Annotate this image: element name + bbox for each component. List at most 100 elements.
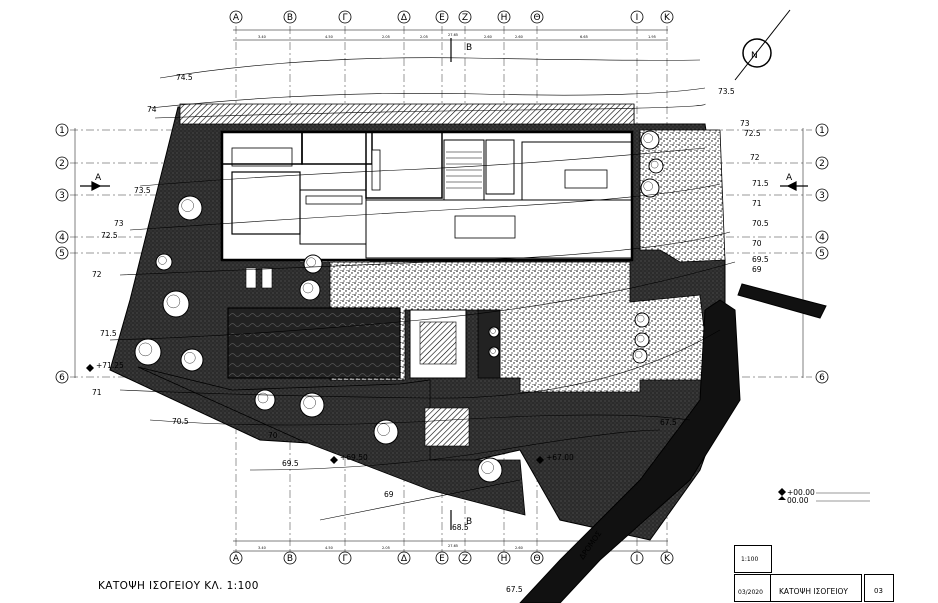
row-axis-bubble-left-3: 3 xyxy=(55,188,69,202)
row-axis-bubble-left-6: 6 xyxy=(55,370,69,384)
date-value: 03/2020 xyxy=(738,589,763,596)
contour-label: 72 xyxy=(92,270,102,279)
contour-label: 71 xyxy=(92,388,102,397)
tree-icon xyxy=(299,279,321,301)
column-axis-label: Θ xyxy=(533,13,540,23)
column-axis-label: Κ xyxy=(664,554,671,564)
column-axis-label: Η xyxy=(501,13,508,23)
road xyxy=(519,283,827,603)
section-a-right-label: Α xyxy=(786,173,793,183)
tree-icon xyxy=(634,332,650,348)
column-axis-bubble-top-Ζ: Ζ xyxy=(458,10,472,24)
column-axis-bubble-bottom-Α: Α xyxy=(229,551,243,565)
north-label: N xyxy=(751,51,758,61)
tree-icon xyxy=(477,457,503,483)
column-axis-bubble-bottom-Δ: Δ xyxy=(397,551,411,565)
contour-label: 68.5 xyxy=(452,523,469,532)
column-axis-bubble-top-Δ: Δ xyxy=(397,10,411,24)
column-axis-label: Ζ xyxy=(462,13,468,23)
legend-level-a: +00.00 xyxy=(787,488,815,497)
tree-icon xyxy=(134,338,162,366)
tree-icon xyxy=(180,348,204,372)
row-axis-label: 3 xyxy=(819,191,825,201)
column-axis-label: Δ xyxy=(401,13,408,23)
tree-icon xyxy=(177,195,203,221)
tree-icon xyxy=(632,348,648,364)
svg-text:2.05: 2.05 xyxy=(420,35,428,39)
column-axis-label: Γ xyxy=(342,13,347,23)
tree-icon xyxy=(162,290,190,318)
legend: +00.00 00.00 xyxy=(778,488,870,505)
row-axis-label: 5 xyxy=(59,249,65,259)
tree-icon xyxy=(488,346,500,358)
contour-labels: 74.57473.57372.57271.57170.57069.56968.5… xyxy=(92,73,769,594)
column-axis-bubble-bottom-Η: Η xyxy=(497,551,511,565)
column-axis-label: Ι xyxy=(636,13,639,23)
column-axis-bubble-bottom-Κ: Κ xyxy=(660,551,674,565)
svg-text:2.60: 2.60 xyxy=(515,35,523,39)
column-axis-label: Ζ xyxy=(462,554,468,564)
row-axis-bubble-right-4: 4 xyxy=(815,230,829,244)
svg-text:3.40: 3.40 xyxy=(258,546,266,550)
svg-text:2.05: 2.05 xyxy=(382,546,390,550)
tree-icon xyxy=(254,389,276,411)
contour-label: 74.5 xyxy=(176,73,193,82)
row-axis-label: 6 xyxy=(59,373,65,383)
column-axis-bubble-top-Β: Β xyxy=(283,10,297,24)
row-axis-bubble-right-3: 3 xyxy=(815,188,829,202)
column-axis-label: Ι xyxy=(636,554,639,564)
svg-text:27.65: 27.65 xyxy=(448,33,458,37)
row-axis-bubble-right-2: 2 xyxy=(815,156,829,170)
svg-text:2.60: 2.60 xyxy=(515,546,523,550)
contour-label: 72 xyxy=(750,153,760,162)
row-axis-label: 3 xyxy=(59,191,65,201)
svg-text:2.05: 2.05 xyxy=(382,35,390,39)
contour-label: 72.5 xyxy=(101,231,118,240)
tree-icon xyxy=(488,326,500,338)
column-axis-label: Α xyxy=(233,554,240,564)
tree-icon xyxy=(640,178,660,198)
tree-icon xyxy=(299,392,325,418)
column-axis-label: Ε xyxy=(439,13,445,23)
svg-text:3.40: 3.40 xyxy=(258,35,266,39)
column-axis-bubble-bottom-Β: Β xyxy=(283,551,297,565)
svg-text:2.60: 2.60 xyxy=(484,35,492,39)
contour-label: 74 xyxy=(147,105,157,114)
row-axis-bubble-right-6: 6 xyxy=(815,370,829,384)
spot-level-garden: +69.50 xyxy=(340,453,368,462)
contour-label: 69 xyxy=(752,265,762,274)
row-axis-bubble-left-2: 2 xyxy=(55,156,69,170)
contour-label: 70.5 xyxy=(172,417,189,426)
column-axis-bubble-bottom-Ε: Ε xyxy=(435,551,449,565)
svg-text:4.50: 4.50 xyxy=(325,546,333,550)
title-block-scale: 1:100 xyxy=(734,545,772,573)
outdoor-furniture xyxy=(245,267,501,447)
tree-icon xyxy=(648,158,664,174)
svg-text:4.50: 4.50 xyxy=(325,35,333,39)
row-axis-bubble-left-5: 5 xyxy=(55,246,69,260)
contour-label: 72.5 xyxy=(744,129,761,138)
column-axis-bubble-bottom-Θ: Θ xyxy=(530,551,544,565)
svg-text:1.95: 1.95 xyxy=(648,35,656,39)
contour-label: 71.5 xyxy=(752,179,769,188)
column-axis-bubble-top-Γ: Γ xyxy=(338,10,352,24)
column-axis-label: Κ xyxy=(664,13,671,23)
section-marks xyxy=(80,38,808,530)
sheet-number-value: 03 xyxy=(874,587,883,595)
spot-level-entrance: +67.00 xyxy=(546,453,574,462)
sheet-title-value: ΚΑΤΟΨΗ ΙΣΟΓΕΙΟΥ xyxy=(779,587,848,596)
title-block-sheet-number: 03 xyxy=(864,574,894,602)
scale-value: 1:100 xyxy=(741,556,759,563)
row-axis-label: 5 xyxy=(819,249,825,259)
row-axis-label: 1 xyxy=(59,126,65,136)
column-axis-bubble-bottom-Γ: Γ xyxy=(338,551,352,565)
contour-label: 69.5 xyxy=(282,459,299,468)
drawing-title: ΚΑΤΟΨΗ ΙΣΟΓΕΙΟΥ ΚΛ. 1:100 xyxy=(98,580,259,592)
column-axis-label: Α xyxy=(233,13,240,23)
column-axis-bubble-top-Α: Α xyxy=(229,10,243,24)
tree-icon xyxy=(634,312,650,328)
column-axis-label: Β xyxy=(287,554,293,564)
contour-label: 71 xyxy=(752,199,762,208)
